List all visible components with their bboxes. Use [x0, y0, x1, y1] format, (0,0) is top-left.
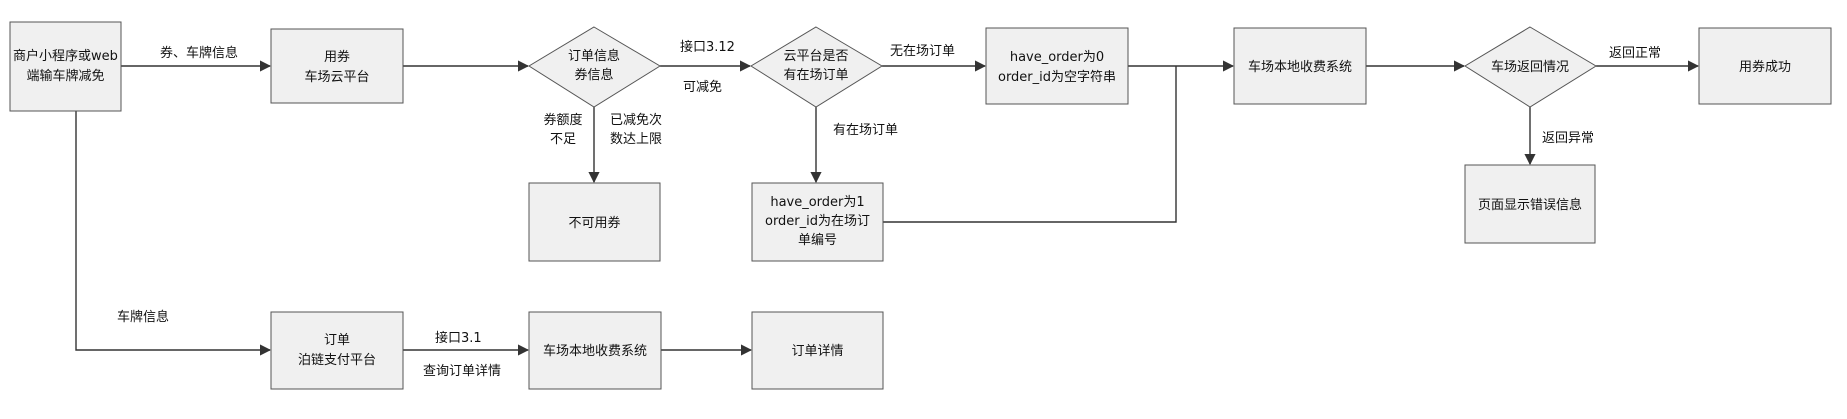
node-order-info: 订单信息券信息 [528, 26, 661, 108]
node-order-detail: 订单详情 [751, 311, 884, 390]
node-local-fee-bottom-line-1: 车场本地收费系统 [543, 343, 647, 359]
node-error-page-line-1: 页面显示错误信息 [1478, 197, 1582, 213]
node-cloud-has-order-line-2: 有在场订单 [783, 68, 848, 83]
node-order-platform: 订单泊链支付平台 [270, 311, 404, 390]
svg-text:车场返回情况: 车场返回情况 [1491, 59, 1569, 75]
svg-text:不可用券: 不可用券 [568, 215, 620, 231]
svg-text:订单泊链支付平台: 订单泊链支付平台 [298, 333, 376, 368]
label-coupon-insufficient-2: 不足 [550, 132, 576, 147]
node-coupon-success-line-1: 用券成功 [1739, 59, 1791, 75]
node-start: 商户小程序或web 端输车牌减免 [9, 21, 122, 112]
svg-text:车场本地收费系统: 车场本地收费系统 [543, 343, 647, 359]
label-no-onsite-order: 无在场订单 [890, 44, 955, 59]
node-start-line-1: 商户小程序或web [13, 48, 118, 64]
label-has-onsite-order: 有在场订单 [833, 123, 898, 138]
node-parking-return-line-1: 车场返回情况 [1491, 59, 1569, 75]
node-order-info-line-1: 订单信息 [568, 48, 620, 64]
svg-text:车场本地收费系统: 车场本地收费系统 [1248, 59, 1352, 75]
node-order-platform-line-1: 订单 [324, 333, 350, 348]
node-order-detail-line-1: 订单详情 [791, 344, 843, 359]
node-no-order-line-1: have_order为0 [1010, 50, 1104, 65]
label-return-error: 返回异常 [1542, 131, 1594, 146]
label-query-order: 查询订单详情 [423, 364, 501, 379]
label-coupon-insufficient-1: 券额度 [543, 112, 582, 128]
node-start-line-2: 端输车牌减免 [26, 68, 104, 84]
edge-start-to-order-platform [75, 111, 272, 356]
node-has-order-line-2: order_id为在场订 [765, 214, 870, 229]
label-can-reduce: 可减免 [683, 80, 722, 95]
node-has-order-line-3: 单编号 [798, 233, 837, 248]
node-order-info-line-2: 券信息 [574, 67, 613, 83]
node-error-page: 页面显示错误信息 [1464, 164, 1596, 244]
node-coupon-platform-line-2: 车场云平台 [304, 69, 369, 85]
node-parking-return: 车场返回情况 [1464, 26, 1597, 108]
label-reduce-limit-1: 已减免次 [610, 112, 662, 128]
label-return-normal: 返回正常 [1609, 46, 1661, 61]
node-unavailable: 不可用券 [528, 182, 661, 262]
label-reduce-limit-2: 数达上限 [610, 132, 662, 147]
label-plate-info: 车牌信息 [117, 309, 169, 325]
node-has-order-line-1: have_order为1 [770, 195, 864, 210]
node-cloud-has-order: 云平台是否有在场订单 [750, 26, 883, 108]
node-has-order: have_order为1 order_id为在场订单编号 [751, 182, 884, 262]
node-coupon-success: 用券成功 [1698, 27, 1832, 105]
node-no-order-line-2: order_id为空字符串 [998, 69, 1116, 85]
svg-text:订单详情: 订单详情 [791, 344, 843, 359]
edge-has-order-to-local-fee [883, 66, 1177, 223]
svg-text:订单信息券信息: 订单信息券信息 [568, 48, 620, 83]
label-api-31: 接口3.1 [435, 330, 482, 346]
svg-text:用券车场云平台: 用券车场云平台 [304, 49, 369, 85]
svg-text:页面显示错误信息: 页面显示错误信息 [1478, 197, 1582, 213]
node-cloud-has-order-line-1: 云平台是否 [783, 49, 848, 64]
label-coupon-plate-info: 券、车牌信息 [160, 45, 238, 61]
svg-text:云平台是否有在场订单: 云平台是否有在场订单 [783, 49, 848, 83]
label-api-312: 接口3.12 [680, 39, 735, 55]
node-local-fee-top: 车场本地收费系统 [1233, 27, 1367, 105]
node-coupon-platform-line-1: 用券 [324, 49, 350, 65]
node-unavailable-line-1: 不可用券 [568, 215, 620, 231]
node-no-order: have_order为0 order_id为空字符串 [985, 27, 1129, 105]
node-order-platform-line-2: 泊链支付平台 [298, 353, 376, 368]
node-local-fee-top-line-1: 车场本地收费系统 [1248, 59, 1352, 75]
node-local-fee-bottom: 车场本地收费系统 [528, 311, 662, 390]
node-coupon-platform: 用券车场云平台 [270, 28, 404, 104]
svg-text:用券成功: 用券成功 [1739, 59, 1791, 75]
